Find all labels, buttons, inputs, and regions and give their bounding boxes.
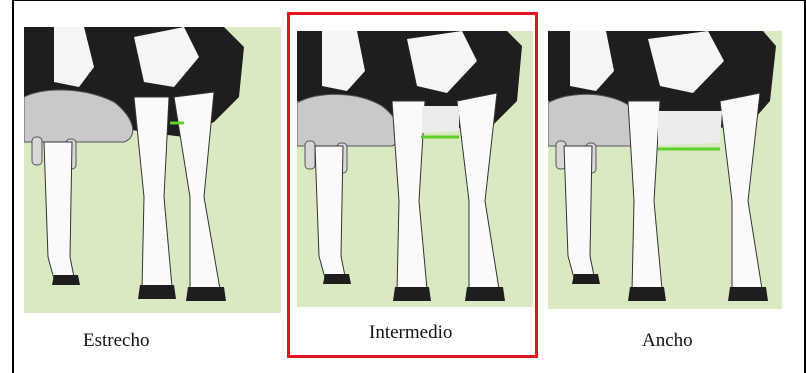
cow-legs-wide-illustration [548, 31, 782, 309]
caption-ancho: Ancho [642, 330, 693, 352]
panel-ancho [548, 31, 782, 309]
frame-left-border [12, 0, 14, 373]
cow-legs-narrow-illustration [24, 27, 281, 313]
caption-estrecho: Estrecho [83, 330, 149, 352]
panel-estrecho [24, 27, 281, 313]
selected-highlight-box [287, 12, 538, 358]
frame-top-border [12, 0, 806, 1]
